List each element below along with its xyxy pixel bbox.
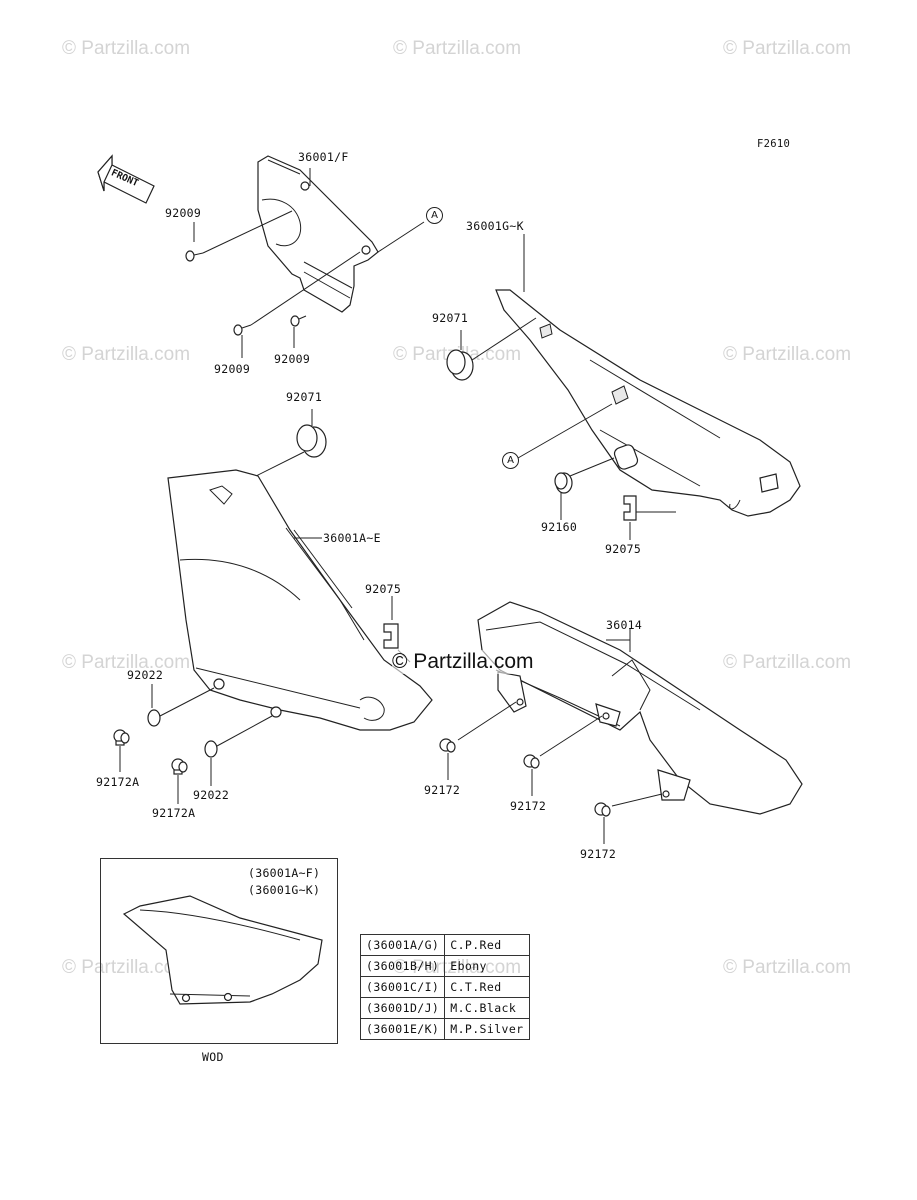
label-92022-b: 92022 — [193, 788, 230, 802]
screw-92009-c — [290, 315, 307, 327]
label-92075-left: 92075 — [365, 582, 402, 596]
table-row: (36001C/I) C.T.Red — [359, 976, 530, 998]
color-table: (36001A/G) C.P.Red (36001B/H) Ebony (360… — [359, 934, 530, 1040]
label-92172-b: 92172 — [510, 799, 547, 813]
label-92009-a: 92009 — [165, 206, 202, 220]
watermark: © Partzilla.com — [723, 344, 852, 365]
clip-92075-right — [623, 495, 637, 521]
screw-92172a-a — [113, 729, 130, 746]
table-row: (36001E/K) M.P.Silver — [359, 1018, 530, 1040]
watermark: © Partzilla.com — [62, 344, 191, 365]
table-cell-code: (36001D/J) — [359, 997, 446, 1019]
screw-92172a-b — [171, 758, 188, 775]
clip-92075-left — [383, 623, 399, 649]
table-cell-color: M.P.Silver — [444, 1018, 530, 1040]
table-cell-color: Ebony — [444, 955, 530, 977]
table-cell-color: C.P.Red — [444, 934, 530, 956]
grommet-92071-left — [296, 424, 327, 458]
label-92071-left: 92071 — [286, 390, 323, 404]
label-92009-b: 92009 — [214, 362, 251, 376]
label-92075-right: 92075 — [605, 542, 642, 556]
inset-caption: WOD — [202, 1050, 224, 1064]
table-cell-color: C.T.Red — [444, 976, 530, 998]
part-36001-a-e — [167, 469, 433, 731]
label-36001-f: 36001/F — [298, 150, 349, 164]
table-cell-color: M.C.Black — [444, 997, 530, 1019]
center-watermark: © Partzilla.com — [392, 650, 534, 674]
table-row: (36001D/J) M.C.Black — [359, 997, 530, 1019]
label-36014: 36014 — [606, 618, 643, 632]
label-92172a-b: 92172A — [152, 806, 196, 820]
table-cell-code: (36001A/G) — [359, 934, 446, 956]
label-36001-a-e: 36001A~E — [323, 531, 381, 545]
label-92172a-a: 92172A — [96, 775, 140, 789]
label-92071-right: 92071 — [432, 311, 469, 325]
inset-cover-drawing — [122, 895, 323, 1005]
label-92172-c: 92172 — [580, 847, 617, 861]
part-36001-g-k — [495, 289, 801, 517]
table-cell-code: (36001E/K) — [359, 1018, 446, 1040]
inset-label-a-f: (36001A~F) — [248, 866, 321, 880]
watermark: © Partzilla.com — [723, 38, 852, 59]
table-cell-code: (36001C/I) — [359, 976, 446, 998]
label-92172-a: 92172 — [424, 783, 461, 797]
washer-92022-b — [204, 740, 218, 758]
callout-a-right: A — [502, 452, 519, 469]
part-36001-f — [257, 155, 379, 313]
front-arrow-icon: FRONT — [97, 154, 155, 204]
screw-92009-b — [233, 251, 361, 336]
figure-id: F2610 — [757, 138, 791, 150]
label-92009-c: 92009 — [274, 352, 311, 366]
inset-box — [100, 858, 338, 1044]
watermark: © Partzilla.com — [393, 38, 522, 59]
screw-92009-a — [185, 210, 293, 262]
watermark: © Partzilla.com — [62, 38, 191, 59]
inset-label-g-k: (36001G~K) — [248, 883, 321, 897]
grommet-92160 — [554, 472, 573, 494]
watermark: © Partzilla.com — [62, 957, 191, 978]
watermark: © Partzilla.com — [723, 652, 852, 673]
watermark: © Partzilla.com — [723, 957, 852, 978]
watermark: © Partzilla.com — [62, 652, 191, 673]
washer-92022-a — [147, 709, 161, 727]
screw-92172-b — [523, 754, 540, 769]
label-92022-a: 92022 — [127, 668, 164, 682]
label-92160: 92160 — [541, 520, 578, 534]
part-36014-chain-cover — [477, 601, 803, 815]
callout-a-top: A — [426, 207, 443, 224]
screw-92172-c — [594, 802, 611, 817]
table-cell-code: (36001B/H) — [359, 955, 446, 977]
table-row: (36001A/G) C.P.Red — [359, 934, 530, 956]
label-36001-g-k: 36001G~K — [466, 219, 524, 233]
table-row: (36001B/H) Ebony — [359, 955, 530, 977]
screw-92172-a — [439, 738, 456, 753]
grommet-92071-right — [446, 349, 474, 381]
